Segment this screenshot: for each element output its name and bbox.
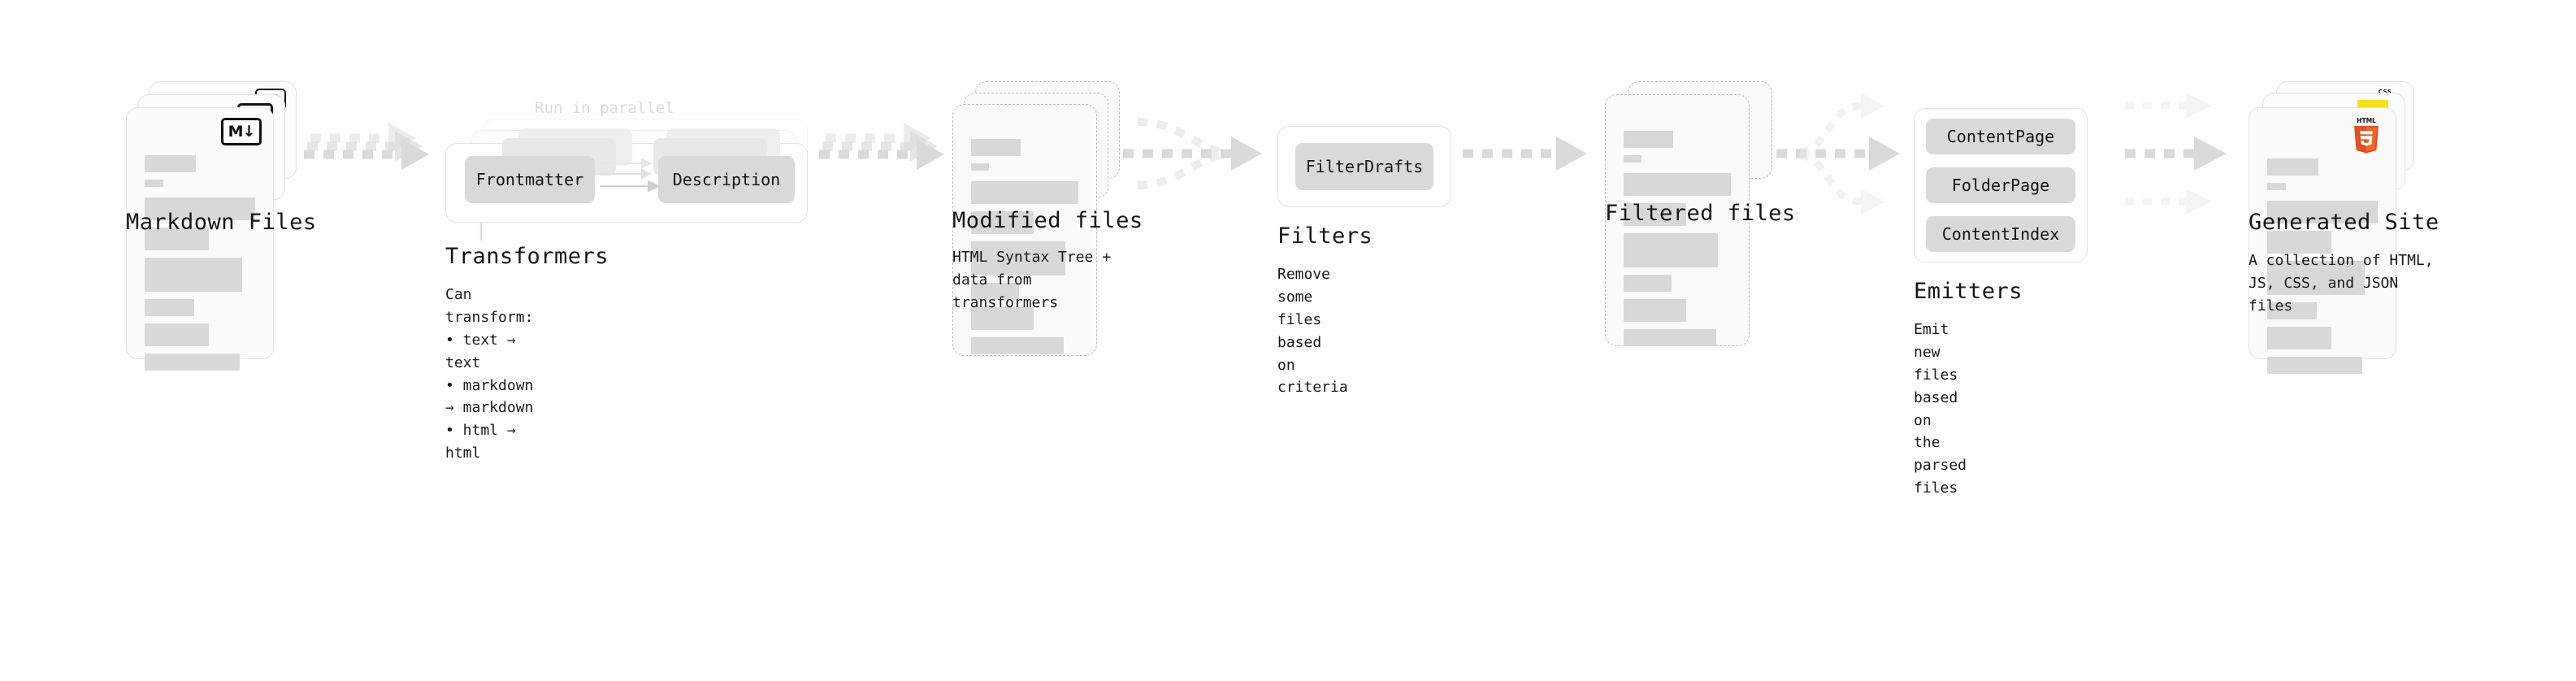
modified-card-front	[952, 104, 1097, 356]
filtered-card-stack	[1605, 81, 1776, 414]
stage-filtered-files: Filtered files	[1605, 81, 1795, 414]
page-title-emitters: Emitters	[1914, 279, 2023, 304]
modified-files-description: HTML Syntax Tree + data from transformer…	[952, 249, 1112, 311]
arrow-modified-to-filters	[1123, 118, 1262, 189]
card-skeleton	[1624, 131, 1731, 354]
svg-text:HTML: HTML	[2357, 117, 2376, 124]
emitter-chip-contentindex[interactable]: ContentIndex	[1926, 216, 2075, 252]
card-skeleton	[971, 139, 1078, 362]
emitters-description: Emit new files based on the parsed files	[1914, 321, 1967, 497]
page-title-markdown-files: Markdown Files	[126, 210, 317, 235]
stage-modified-files: Modified files HTML Syntax Tree + data f…	[952, 81, 1143, 414]
page-title-generated-site: Generated Site	[2249, 210, 2439, 235]
modified-card-stack	[952, 81, 1123, 414]
emitter-chip-contentpage[interactable]: ContentPage	[1926, 119, 2075, 154]
page-title-filters: Filters	[1277, 223, 1373, 249]
transformer-inner-arrows	[600, 158, 661, 193]
arrow-filters-to-filtered	[1463, 137, 1587, 171]
markdown-card-front: M↓	[126, 107, 274, 371]
filters-description: Remove some files based on criteria	[1277, 266, 1348, 397]
arrow-transformers-to-modified	[819, 123, 944, 170]
html5-icon: HTML	[2350, 116, 2383, 154]
arrow-markdown-to-transformers	[304, 123, 429, 170]
markdown-card-stack: M↓ M↓ M↓	[126, 81, 297, 414]
stage-generated-site: CSS HTML	[2249, 81, 2439, 414]
filter-chip-filterdrafts[interactable]: FilterDrafts	[1295, 143, 1433, 190]
transformer-chip-description[interactable]: Description	[658, 156, 795, 203]
run-in-parallel-label: Run in parallel	[535, 99, 674, 117]
transformers-description: Can transform: • text → text • markdown …	[445, 286, 534, 462]
page-title-modified-files: Modified files	[952, 208, 1143, 233]
stage-markdown-files: M↓ M↓ M↓ Markdown Files	[126, 81, 316, 414]
filtered-card-front	[1605, 94, 1750, 346]
page-title-transformers: Transformers	[445, 244, 609, 269]
page-title-filtered-files: Filtered files	[1605, 201, 1796, 226]
emitter-chip-folderpage[interactable]: FolderPage	[1926, 167, 2075, 203]
arrow-emitters-to-site	[2125, 93, 2227, 215]
generated-site-description: A collection of HTML, JS, CSS, and JSON …	[2249, 252, 2434, 314]
site-card-stack: CSS HTML	[2249, 81, 2435, 414]
arrow-filtered-to-emitters	[1776, 93, 1900, 215]
transformer-chip-frontmatter[interactable]: Frontmatter	[465, 156, 595, 203]
markdown-icon: M↓	[221, 118, 262, 145]
site-card-front-html: HTML	[2249, 107, 2396, 374]
card-skeleton	[145, 155, 255, 378]
card-skeleton	[2267, 158, 2378, 381]
